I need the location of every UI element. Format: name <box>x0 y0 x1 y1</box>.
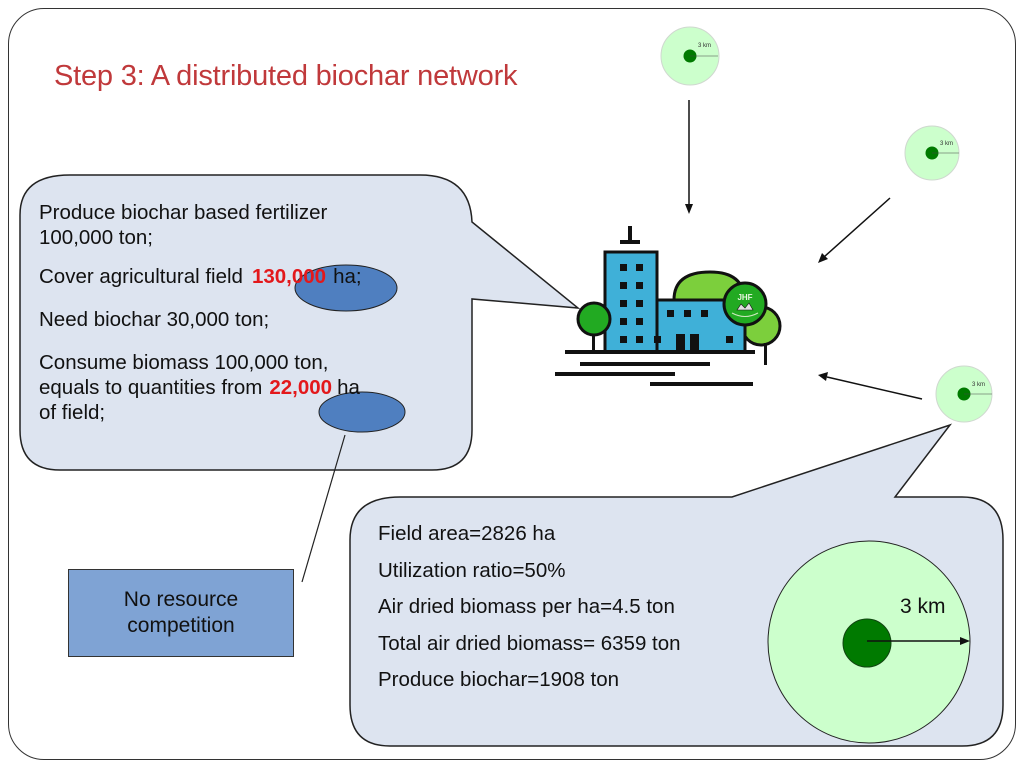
field-coverage-label: Cover agricultural field <box>39 265 243 288</box>
field-coverage-value: 130,000 <box>251 265 327 288</box>
radius-arrowhead-large <box>960 637 970 645</box>
field-coverage-line: Cover agricultural field 130,000 ha; <box>39 264 469 289</box>
small-circle-3-radius-label: 3 km <box>972 382 986 388</box>
factory-icon: JHF <box>555 226 782 386</box>
note-line-1: No resource <box>123 588 239 611</box>
fertilizer-line: Produce biochar based fertilizer 100,000… <box>39 200 469 250</box>
fertilizer-line-part1: Produce biochar based fertilizer <box>39 201 328 224</box>
field-area-line: Field area=2826 ha <box>378 522 556 545</box>
utilization-ratio-line: Utilization ratio=50% <box>378 558 566 582</box>
field-coverage-unit: ha; <box>333 265 362 288</box>
biomass-per-ha-line: Air dried biomass per ha=4.5 ton <box>378 595 675 618</box>
biochar-need-line: Need biochar 30,000 ton; <box>39 308 270 331</box>
highlight-ellipse-130000 <box>294 264 398 312</box>
biomass-line-part1: Consume biomass 100,000 ton, <box>39 351 329 374</box>
biomass-field-value: 22,000 <box>269 376 333 399</box>
total-biomass-line: Total air dried biomass= 6359 ton <box>378 631 681 655</box>
small-circle-1-radius-label: 3 km <box>698 43 712 49</box>
logo-text: JHF <box>737 293 752 302</box>
biomass-line-part2: equals to quantities from <box>39 376 263 399</box>
highlight-ellipse-22000 <box>318 391 406 433</box>
arrow-from-top <box>685 100 693 214</box>
right-callout-text: Field area=2826 ha Utilization ratio=50%… <box>378 522 778 705</box>
connector-line <box>301 434 346 583</box>
arrow-from-right <box>818 197 891 263</box>
note-line-2: competition <box>127 614 235 637</box>
large-circle-radius-label: 3 km <box>900 595 946 618</box>
biomass-field-unit: ha <box>337 376 360 399</box>
biomass-line: Consume biomass 100,000 ton, equals to q… <box>39 350 469 425</box>
left-callout-text: Produce biochar based fertilizer 100,000… <box>39 200 469 438</box>
slide-title: Step 3: A distributed biochar network <box>54 60 518 92</box>
produce-biochar-line: Produce biochar=1908 ton <box>378 668 620 691</box>
no-competition-note: No resource competition <box>68 569 294 657</box>
small-field-circle-3 <box>935 365 993 423</box>
small-field-circle-1 <box>660 26 720 86</box>
fertilizer-line-part2: 100,000 ton; <box>39 226 153 249</box>
small-field-circle-2 <box>904 125 960 181</box>
biomass-line-part3: of field; <box>39 401 106 424</box>
center-dot-large <box>842 618 892 668</box>
small-circle-2-radius-label: 3 km <box>940 141 954 147</box>
left-callout-bubble <box>19 174 581 471</box>
arrow-from-lower-right <box>818 372 923 400</box>
